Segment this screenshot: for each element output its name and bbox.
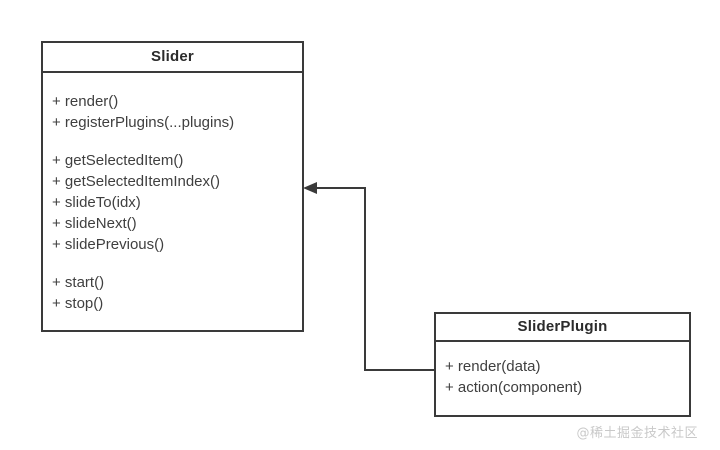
member-row: + action(component) [445, 379, 583, 396]
member-row: + getSelectedItemIndex() [52, 173, 221, 190]
member-row: + slideNext() [52, 215, 137, 232]
member-row: + slideTo(idx) [52, 194, 141, 211]
uml-class-sliderplugin-title: SliderPlugin [436, 314, 689, 342]
uml-class-slider[interactable]: Slider + render() + registerPlugins(...p… [41, 41, 304, 332]
uml-class-sliderplugin[interactable]: SliderPlugin + render(data) + action(com… [434, 312, 691, 417]
slider-plugin-to-slider-arrow-line [311, 187, 434, 371]
member-row: + render() [52, 93, 119, 110]
member-row: + start() [52, 274, 105, 291]
member-row: + slidePrevious() [52, 236, 165, 253]
uml-class-slider-members: + render() + registerPlugins(...plugins)… [43, 73, 302, 314]
member-row: + registerPlugins(...plugins) [52, 114, 235, 131]
arrowhead-icon [303, 182, 317, 194]
member-row: + stop() [52, 295, 104, 312]
member-group-separator [52, 133, 302, 150]
member-group-separator [52, 255, 302, 272]
member-row: + render(data) [445, 358, 541, 375]
watermark-text: @稀土掘金技术社区 [576, 426, 698, 441]
uml-class-sliderplugin-members: + render(data) + action(component) [436, 342, 689, 398]
member-row: + getSelectedItem() [52, 152, 184, 169]
uml-class-slider-title: Slider [43, 43, 302, 73]
